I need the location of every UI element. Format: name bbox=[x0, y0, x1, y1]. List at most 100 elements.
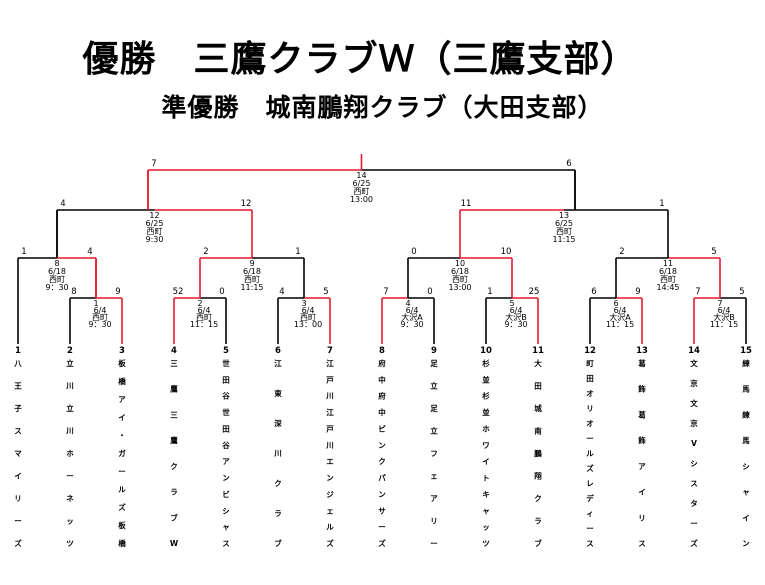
team-name-char: ツ bbox=[66, 539, 74, 548]
team-name-char: シ bbox=[690, 459, 698, 468]
team-name-char: 葛 bbox=[637, 358, 646, 368]
team-name-char: ツ bbox=[482, 539, 490, 548]
team-name-char: ク bbox=[170, 461, 178, 471]
team-name-char: エ bbox=[326, 457, 334, 466]
team-name-char: ワ bbox=[482, 441, 490, 450]
team-name-char: ル bbox=[586, 449, 594, 458]
m12-score-right: 12 bbox=[241, 199, 252, 209]
runner-up-title: 準優勝 城南鵬翔クラブ（大田支部） bbox=[161, 93, 604, 122]
team-name-char: 立 bbox=[66, 403, 74, 413]
team-name-char: キ bbox=[482, 490, 490, 499]
team-name-char: 京 bbox=[690, 378, 698, 388]
team-name-char: 板 bbox=[118, 520, 126, 530]
team-name-char: ズ bbox=[586, 463, 594, 473]
team-name-char: 鷹 bbox=[170, 435, 178, 445]
m7-score-left: 7 bbox=[695, 287, 700, 297]
team-name-char: ラ bbox=[534, 517, 542, 526]
m10-match-time: 13:00 bbox=[448, 283, 471, 292]
m12-match-number: 12 bbox=[149, 211, 159, 220]
team-name-char: 子 bbox=[14, 404, 22, 413]
m2-score-left: 52 bbox=[173, 287, 184, 297]
team-number: 5 bbox=[223, 346, 229, 356]
team-name-char: リ bbox=[14, 494, 22, 503]
m3-match-time: 13：00 bbox=[294, 320, 322, 329]
team-name-char: 文 bbox=[690, 398, 698, 408]
team-name-char: イ bbox=[118, 413, 126, 422]
team-name-char: ー bbox=[690, 519, 698, 528]
m1-match-date: 6/4 bbox=[94, 306, 107, 315]
team-name-char: ア bbox=[430, 494, 438, 503]
team-name-char: ズ bbox=[378, 538, 386, 548]
team-name-char: 江 bbox=[326, 358, 334, 368]
team-name-char: 谷 bbox=[222, 440, 230, 450]
team-number: 11 bbox=[532, 346, 544, 356]
team-name-char: ー bbox=[586, 524, 594, 533]
m7-match-number: 7 bbox=[717, 299, 722, 308]
team-name-char: 戸 bbox=[326, 375, 334, 384]
team-name-char: ブ bbox=[534, 538, 542, 548]
m10-match-date: 6/18 bbox=[451, 267, 469, 276]
m14-match-time: 13:00 bbox=[350, 195, 373, 204]
team-name-char: ピ bbox=[378, 423, 386, 433]
team-name-char: 田 bbox=[586, 374, 594, 383]
team-name-char: 中 bbox=[378, 374, 386, 384]
team-number: 2 bbox=[67, 346, 73, 356]
team-name-char: 八 bbox=[13, 359, 22, 368]
team-name-char: パ bbox=[378, 473, 386, 483]
m2-match-venue: 西町 bbox=[196, 313, 212, 322]
team-name-char: ネ bbox=[66, 494, 74, 503]
m1-score-right: 9 bbox=[115, 287, 120, 297]
m3-match-number: 3 bbox=[301, 299, 306, 308]
team-number: 8 bbox=[379, 346, 385, 356]
m13-score-right: 1 bbox=[659, 199, 664, 209]
team-name-char: 練 bbox=[742, 409, 750, 419]
team-name-char: W bbox=[170, 539, 179, 548]
team-name-char: レ bbox=[586, 479, 594, 488]
m11-match-time: 14:45 bbox=[656, 283, 679, 292]
team-name-char: ク bbox=[274, 478, 282, 488]
team-name-char: リ bbox=[430, 517, 438, 526]
team-name-char: ィ bbox=[586, 509, 594, 518]
m8-match-date: 6/18 bbox=[48, 267, 66, 276]
m8-match-time: 9：30 bbox=[45, 283, 68, 292]
team-name-char: ホ bbox=[66, 449, 74, 458]
team-name-char: ャ bbox=[482, 506, 490, 515]
team-name-char: イ bbox=[14, 472, 22, 481]
team-name-char: ク bbox=[378, 456, 386, 466]
team-name-char: 杉 bbox=[482, 391, 490, 401]
team-name-char: 南 bbox=[534, 426, 542, 436]
m4-match-number: 4 bbox=[405, 299, 410, 308]
team-name-char: ビ bbox=[222, 489, 230, 499]
m6-match-time: 11：15 bbox=[606, 320, 634, 329]
m10-score-right: 10 bbox=[501, 247, 512, 257]
m9-score-right: 1 bbox=[295, 247, 300, 257]
team-name-char: ー bbox=[14, 517, 22, 526]
team-name-char: デ bbox=[586, 493, 594, 503]
team-name-char: 川 bbox=[65, 382, 74, 391]
team-name-char: 翔 bbox=[533, 471, 542, 481]
m8-match-venue: 西町 bbox=[49, 275, 65, 284]
m13-match-date: 6/25 bbox=[555, 219, 573, 228]
team-number: 13 bbox=[636, 346, 648, 356]
team-name-char: ア bbox=[118, 395, 126, 404]
team-name-char: ー bbox=[66, 472, 74, 481]
m13-match-time: 11:15 bbox=[552, 235, 575, 244]
team-name-char: 田 bbox=[534, 382, 542, 391]
team-name-char: 江 bbox=[326, 407, 334, 417]
m1-match-number: 1 bbox=[93, 299, 98, 308]
team-name-char: ア bbox=[638, 462, 646, 471]
m8-score-left: 1 bbox=[21, 247, 26, 257]
m4-match-venue: 大沢A bbox=[401, 312, 423, 322]
team-name-char: ア bbox=[222, 457, 230, 466]
m3-match-venue: 西町 bbox=[300, 313, 316, 322]
team-name-char: サ bbox=[378, 506, 386, 515]
champion-title: 優勝 三鷹クラブＷ（三鷹支部） bbox=[82, 39, 638, 80]
team-name-char: ズ bbox=[118, 502, 126, 512]
team-name-char: タ bbox=[690, 498, 698, 508]
team-name-char: ラ bbox=[170, 488, 178, 497]
team-name-char: ェ bbox=[430, 472, 438, 481]
team-name-char: 城 bbox=[534, 403, 542, 413]
m11-match-number: 11 bbox=[663, 259, 673, 268]
team-name-char: 葛 bbox=[637, 409, 646, 419]
team-number: 9 bbox=[431, 346, 437, 356]
